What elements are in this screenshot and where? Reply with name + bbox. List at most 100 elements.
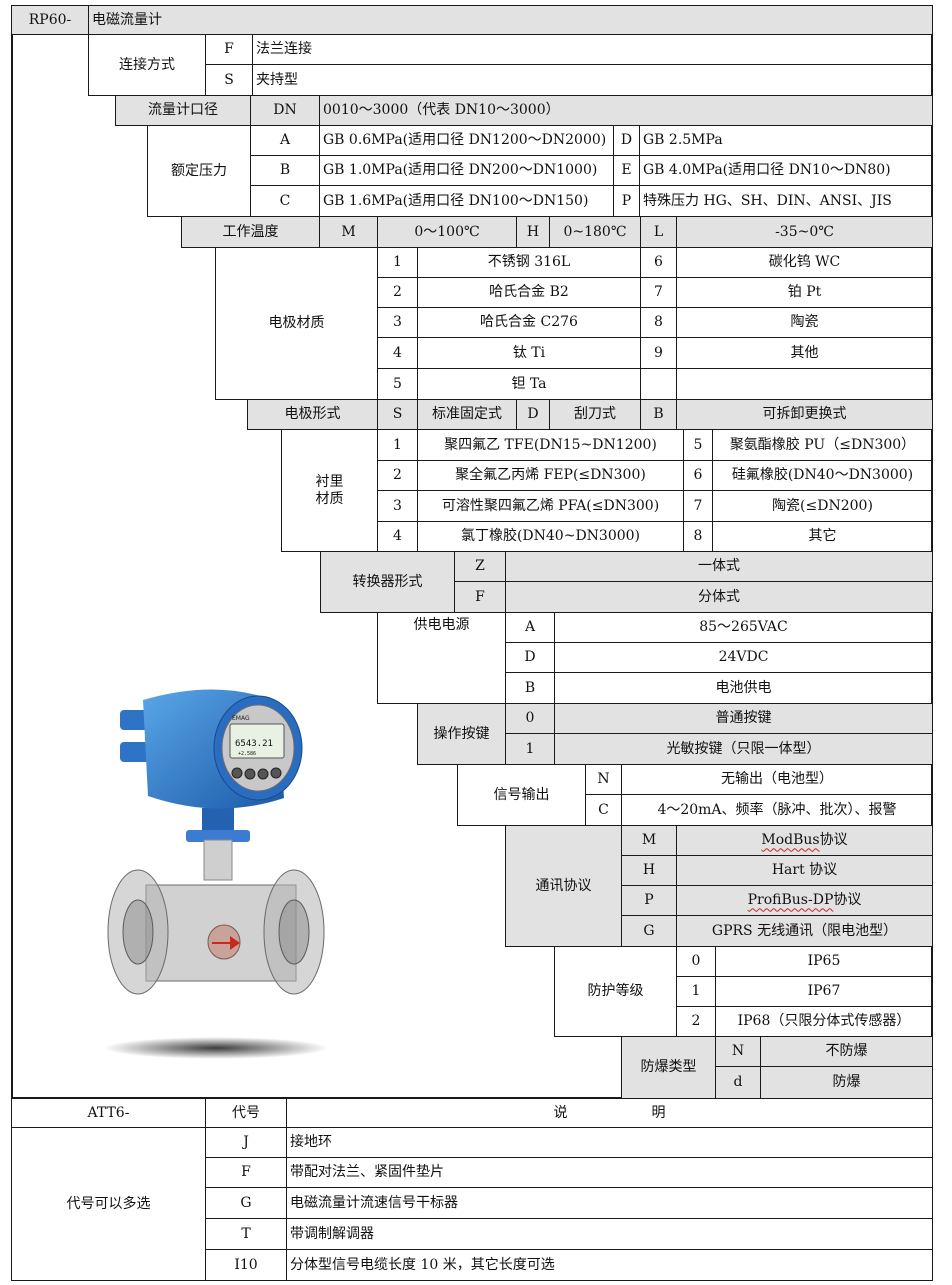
- pressure-desc: GB 2.5MPa: [639, 125, 933, 156]
- connection-code: F: [205, 34, 253, 65]
- comm-label: 通讯协议: [505, 825, 622, 947]
- connection-desc: 法兰连接: [252, 34, 933, 65]
- comm-desc-ul: ModBus: [761, 832, 820, 849]
- lining-desc: 氯丁橡胶(DN40~DN3000): [417, 521, 684, 552]
- electrode-form-desc: 刮刀式: [549, 399, 641, 430]
- electrode-material-desc: 陶瓷: [676, 307, 933, 338]
- comm-desc-ul: ProfiBus-DP: [747, 892, 834, 909]
- electrode-material-desc: 钽 Ta: [417, 368, 641, 400]
- comm-desc: ModBus 协议: [676, 825, 933, 856]
- electrode-material-desc: 不锈钢 316L: [417, 247, 641, 278]
- device-key-icon: [244, 768, 256, 780]
- temperature-desc: -35~0℃: [676, 216, 933, 248]
- pressure-code: E: [613, 155, 640, 186]
- device-key-icon: [257, 768, 269, 780]
- temperature-code: L: [640, 216, 677, 248]
- device-brand: EMAG: [232, 715, 250, 722]
- accessory-code-header: 代号: [205, 1098, 287, 1128]
- accessory-code: G: [205, 1187, 287, 1219]
- electrode-material-desc: 其他: [676, 337, 933, 369]
- electrode-form-code: B: [640, 399, 677, 430]
- electrode-material-code: 9: [640, 337, 677, 369]
- lining-code: 8: [683, 521, 713, 552]
- signal-label: 信号输出: [457, 764, 586, 826]
- pressure-code: C: [250, 185, 320, 217]
- protection-desc: IP67: [715, 976, 933, 1007]
- pressure-code: A: [250, 125, 320, 156]
- lining-label-line1: 衬里: [315, 474, 344, 491]
- electrode-material-label: 电极材质: [215, 247, 378, 400]
- pressure-desc: 特殊压力 HG、SH、DIN、ANSI、JIS: [639, 185, 933, 217]
- power-desc: 电池供电: [554, 672, 933, 704]
- electrode-material-code: 2: [377, 277, 418, 308]
- explosion-code: N: [715, 1036, 761, 1067]
- comm-desc-post: 协议: [819, 832, 848, 849]
- lining-desc: 硅氟橡胶(DN40～DN3000): [712, 460, 933, 491]
- buttons-code: 0: [505, 703, 555, 734]
- power-desc: 85～265VAC: [554, 612, 933, 643]
- power-code: A: [505, 612, 555, 643]
- buttons-code: 1: [505, 733, 555, 765]
- signal-desc: 无输出（电池型）: [621, 764, 933, 795]
- shadow: [104, 1037, 328, 1059]
- temperature-code: M: [319, 216, 378, 248]
- lining-code: 3: [377, 490, 418, 522]
- power-label: 供电电源: [377, 612, 506, 704]
- temperature-label: 工作温度: [181, 216, 320, 248]
- lining-code: 5: [683, 429, 713, 461]
- signal-desc: 4～20mA、频率（脉冲、批次）、报警: [621, 794, 933, 826]
- electrode-material-code: 7: [640, 277, 677, 308]
- pressure-desc: GB 4.0MPa(适用口径 DN10～DN80): [639, 155, 933, 186]
- model-code: RP60-: [11, 5, 89, 35]
- electrode-material-code: 3: [377, 307, 418, 338]
- electrode-material-code: 5: [377, 368, 418, 400]
- lining-code: 7: [683, 490, 713, 522]
- lining-code: 1: [377, 429, 418, 461]
- pressure-code: B: [250, 155, 320, 186]
- electrode-form-code: S: [377, 399, 418, 430]
- flow-arrow-icon: [212, 936, 240, 950]
- temperature-desc: 0~180℃: [549, 216, 641, 248]
- diameter-label: 流量计口径: [115, 95, 251, 126]
- pressure-desc: GB 1.0MPa(适用口径 DN200～DN1000): [319, 155, 614, 186]
- electrode-material-desc: 哈氏合金 B2: [417, 277, 641, 308]
- signal-code: N: [585, 764, 622, 795]
- comm-desc: GPRS 无线通讯（限电池型）: [676, 915, 933, 947]
- accessory-code: F: [205, 1157, 287, 1188]
- converter-desc: 分体式: [505, 581, 933, 613]
- accessory-desc: 接地环: [286, 1127, 933, 1158]
- electrode-material-desc: 哈氏合金 C276: [417, 307, 641, 338]
- protection-code: 1: [676, 976, 716, 1007]
- explosion-desc: 不防爆: [760, 1036, 933, 1067]
- comm-code: P: [621, 885, 677, 916]
- electrode-material-desc: [676, 368, 933, 400]
- temperature-code: H: [516, 216, 550, 248]
- accessory-code: J: [205, 1127, 287, 1158]
- comm-desc: Hart 协议: [676, 855, 933, 886]
- product-name: 电磁流量计: [88, 5, 933, 35]
- connection-desc: 夹持型: [252, 64, 933, 96]
- accessory-multi-label: 代号可以多选: [11, 1127, 206, 1281]
- explosion-desc: 防爆: [760, 1066, 933, 1099]
- converter-code: Z: [454, 551, 506, 582]
- diameter-code: DN: [250, 95, 320, 126]
- electrode-material-desc: 碳化钨 WC: [676, 247, 933, 278]
- lining-label-line2: 材质: [315, 490, 344, 507]
- accessory-desc: 带配对法兰、紧固件垫片: [286, 1157, 933, 1188]
- comm-desc: ProfiBus-DP 协议: [676, 885, 933, 916]
- electrode-form-desc: 可拆卸更换式: [676, 399, 933, 430]
- comm-code: G: [621, 915, 677, 947]
- comm-code: H: [621, 855, 677, 886]
- electrode-material-code: [640, 368, 677, 400]
- device-reading: 6543.21: [235, 739, 273, 749]
- diameter-desc: 0010～3000（代表 DN10～3000）: [319, 95, 933, 126]
- accessory-desc: 分体型信号电缆长度 10 米，其它长度可选: [286, 1249, 933, 1281]
- electrode-material-desc: 钛 Ti: [417, 337, 641, 369]
- accessory-desc: 电磁流量计流速信号干标器: [286, 1187, 933, 1219]
- converter-label: 转换器形式: [320, 551, 455, 613]
- buttons-label: 操作按键: [417, 703, 506, 765]
- power-code: B: [505, 672, 555, 704]
- buttons-desc: 光敏按键（只限一体型）: [554, 733, 933, 765]
- connection-code: S: [205, 64, 253, 96]
